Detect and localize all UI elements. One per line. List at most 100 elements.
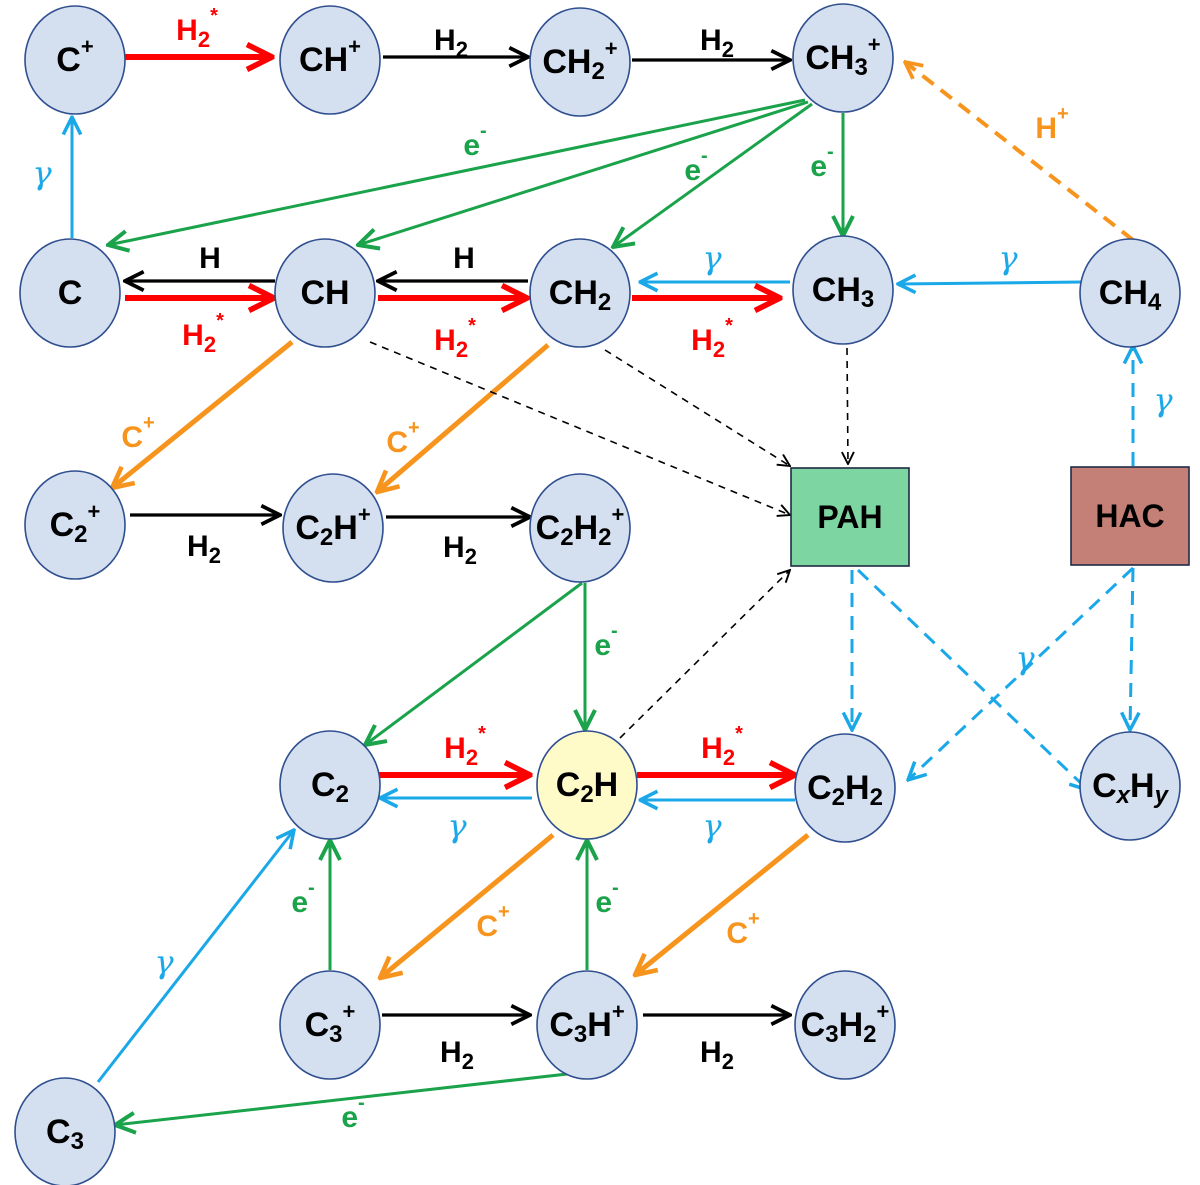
reactant-label: e-​ — [341, 1092, 364, 1134]
node-circle — [792, 235, 894, 345]
species-node-c2plus: C2​+​ — [24, 470, 126, 580]
reaction-arrow-ch2-to-c2hplus — [377, 343, 550, 492]
reactant-label: H2​*​ — [701, 723, 743, 770]
species-node-cplus: C+​ — [24, 5, 126, 115]
node-label: PAH — [817, 499, 882, 535]
species-node-hac: HAC — [1070, 466, 1190, 566]
reaction-arrow-c3hplus-to-c3 — [115, 1070, 586, 1125]
species-node-c2hplus: C2​H+​ — [282, 473, 384, 583]
node-label: CH3​+​ — [805, 32, 880, 81]
node-label: CH4​ — [1099, 274, 1162, 316]
species-node-ch4: CH4​ — [1079, 238, 1181, 348]
reactant-label: H2​ — [700, 24, 734, 62]
node-circle — [19, 238, 121, 348]
node-label: C2​ — [311, 766, 349, 808]
node-label: C3​ — [46, 1113, 84, 1155]
reactant-label: e-​ — [594, 620, 617, 662]
species-node-ch3plus: CH3​+​ — [792, 3, 894, 113]
reaction-arrow-ch2-to-pah — [604, 349, 790, 466]
node-circle — [536, 730, 638, 840]
species-node-c2h: C2​H — [536, 730, 638, 840]
node-box — [1070, 466, 1190, 566]
reaction-arrow-ch-to-pah — [369, 341, 790, 515]
node-label: C2​+​ — [50, 499, 101, 548]
node-label: C3​H+​ — [549, 999, 624, 1048]
reactant-label: γ — [1153, 381, 1173, 419]
reaction-arrow-hac-to-cxhy — [1130, 567, 1133, 730]
node-label: C3​+​ — [305, 999, 356, 1048]
edges-layer — [72, 57, 1133, 1125]
reactant-label: H2​ — [434, 24, 468, 62]
reactant-label: γ — [702, 239, 722, 277]
reactant-label: H2​*​ — [434, 315, 476, 362]
reaction-arrow-c2h2-to-c3hplus — [635, 833, 810, 975]
node-circle — [279, 5, 381, 115]
reactant-label: H2​*​ — [691, 315, 733, 362]
node-label: HAC — [1095, 498, 1164, 534]
node-label: CH — [300, 274, 349, 312]
reaction-arrow-c2h2plus-to-c2 — [365, 581, 583, 745]
reactant-label: H2​*​ — [444, 723, 486, 770]
reactant-label: e-​ — [810, 141, 833, 183]
edge-labels-layer: H2​*​H2​H2​γe-​e-​e-​H+​HH2​*​HH2​*​γH2​… — [32, 5, 1173, 1134]
node-circle — [24, 470, 126, 580]
node-circle — [792, 3, 894, 113]
species-node-c2: C2​ — [279, 730, 381, 840]
reactant-label: e-​ — [595, 877, 618, 919]
node-circle — [536, 970, 638, 1080]
node-circle — [279, 730, 381, 840]
node-circle — [24, 5, 126, 115]
node-label: CH3​ — [812, 271, 874, 313]
node-circle — [529, 238, 631, 348]
node-circle — [1079, 238, 1181, 348]
reaction-arrow-ch3-to-pah — [847, 347, 848, 464]
node-circle — [1079, 731, 1181, 841]
reactant-label: H2​*​ — [176, 5, 218, 52]
species-node-chplus: CH+​ — [279, 5, 381, 115]
reaction-arrow-ch3plus-to-ch — [358, 100, 809, 245]
species-node-c3h2plus: C3​H2​+​ — [794, 970, 896, 1080]
node-label: CH2​ — [549, 274, 611, 316]
reactant-label: e-​ — [684, 145, 707, 187]
reactant-label: C+​ — [386, 417, 419, 459]
node-circle — [529, 473, 631, 583]
species-node-c3: C3​ — [14, 1077, 116, 1185]
reactant-label: H2​*​ — [182, 310, 224, 357]
node-circle — [282, 473, 384, 583]
node-circle — [274, 238, 376, 348]
node-label: C2​H — [556, 766, 618, 808]
reactant-label: γ — [32, 154, 52, 192]
reaction-arrow-c2h-to-c3plus — [380, 833, 555, 978]
reaction-arrow-ch4-to-ch3plus — [905, 62, 1135, 242]
reactant-label: H — [199, 242, 221, 275]
reactant-label: γ — [154, 943, 174, 981]
node-label: Cx​Hy​ — [1092, 767, 1169, 809]
reaction-arrow-ch4-to-ch3 — [898, 282, 1083, 284]
reactant-label: C+​ — [476, 901, 509, 943]
reactant-label: H+​ — [1035, 103, 1068, 145]
species-node-c: C — [19, 238, 121, 348]
node-box — [790, 467, 910, 567]
node-circle — [794, 970, 896, 1080]
reaction-arrow-hac-to-c2h2 — [908, 566, 1135, 780]
reaction-arrow-ch3plus-to-ch2 — [613, 102, 813, 247]
reaction-arrow-c2h-to-pah — [619, 570, 790, 739]
node-label: C — [58, 274, 83, 312]
reactant-label: H2​ — [440, 1036, 474, 1074]
species-node-pah: PAH — [790, 467, 910, 567]
reactant-label: e-​ — [291, 877, 314, 919]
reactant-label: γ — [447, 807, 467, 845]
node-circle — [14, 1077, 116, 1185]
node-circle — [794, 733, 896, 843]
reactant-label: H2​ — [187, 530, 221, 568]
reactant-label: e-​ — [463, 120, 486, 162]
species-node-ch: CH — [274, 238, 376, 348]
reactant-label: γ — [1015, 639, 1035, 677]
species-node-c2h2plus: C2​H2​+​ — [529, 473, 631, 583]
reactant-label: H2​ — [443, 531, 477, 569]
node-label: C3​H2​+​ — [801, 999, 890, 1048]
reactant-label: C+​ — [726, 908, 759, 950]
node-label: C2​H2​ — [807, 769, 883, 811]
species-node-cxhy: Cx​Hy​ — [1079, 731, 1181, 841]
reactant-label: H — [453, 242, 475, 275]
